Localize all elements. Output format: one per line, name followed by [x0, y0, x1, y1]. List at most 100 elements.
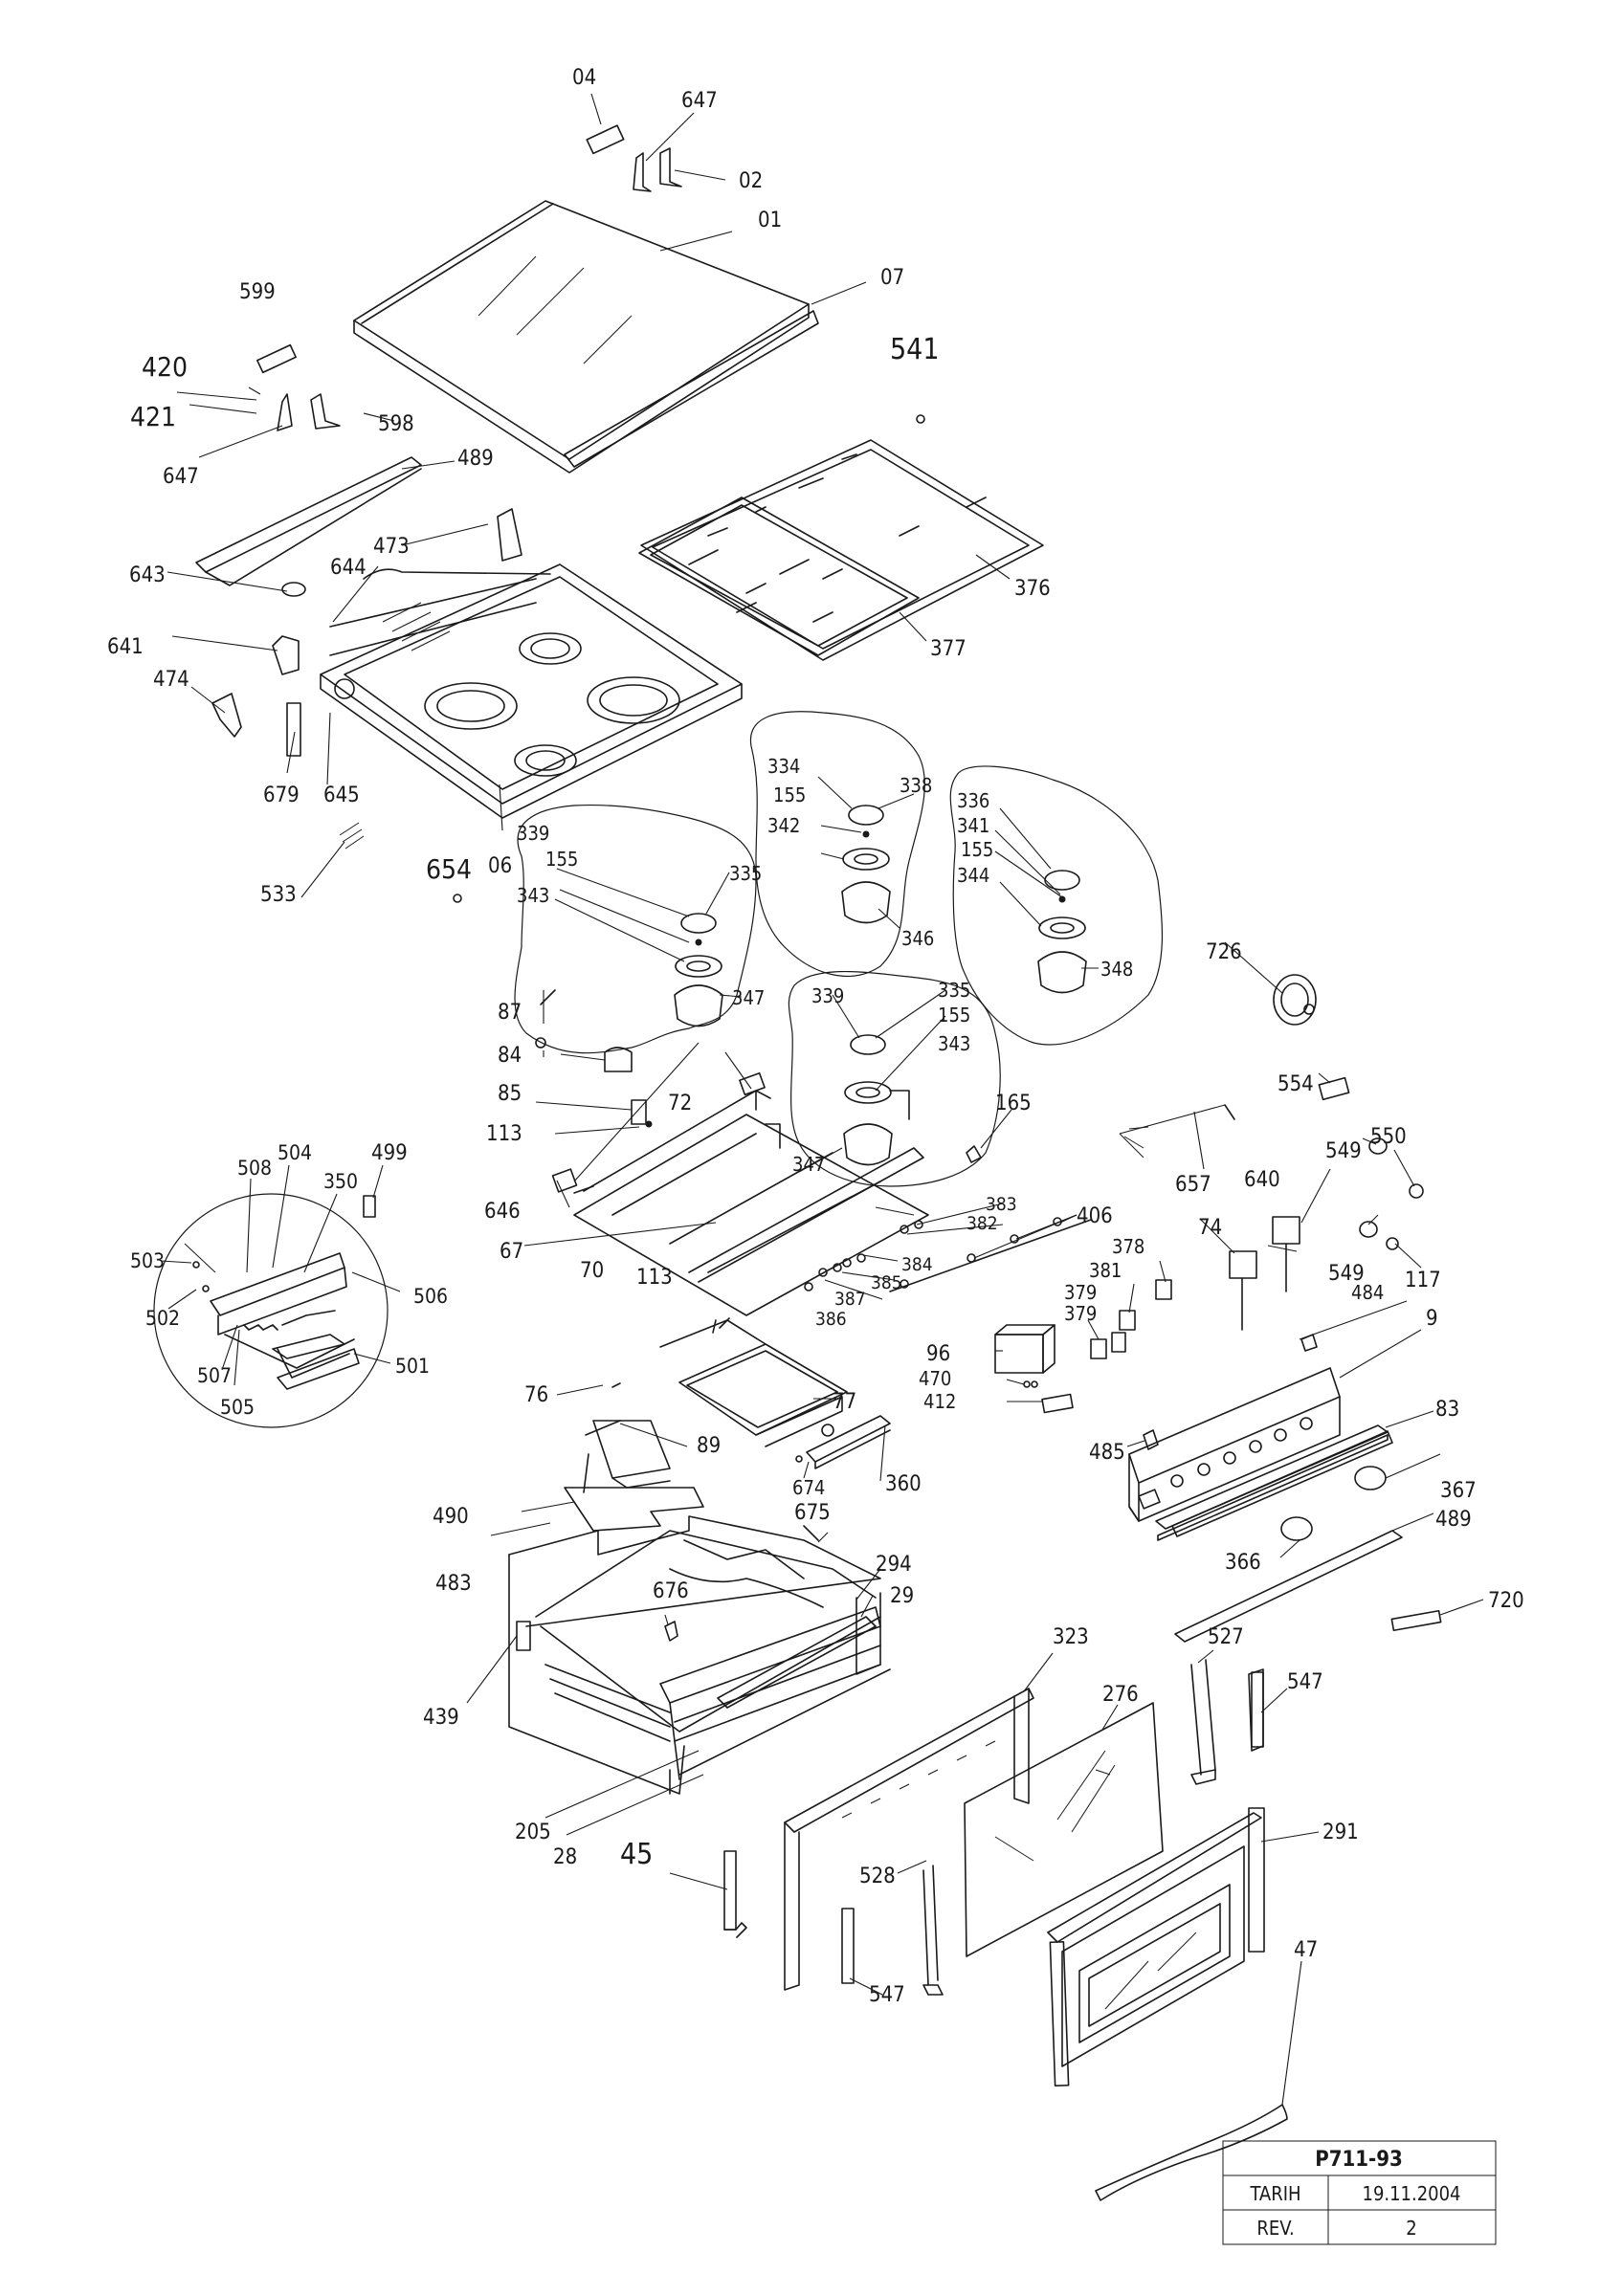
callout: 533 — [260, 883, 297, 907]
callout: 294 — [876, 1553, 912, 1577]
callout: 28 — [553, 1845, 577, 1869]
callout: 343 — [938, 1032, 970, 1055]
callout: 350 — [323, 1170, 358, 1193]
callout: 489 — [457, 447, 494, 471]
callout: 376 — [1014, 577, 1051, 601]
callout: 547 — [869, 1983, 905, 2007]
callout: 470 — [919, 1367, 951, 1390]
callout: 83 — [1435, 1398, 1459, 1422]
callout: 335 — [729, 862, 762, 885]
callout: 381 — [1089, 1259, 1122, 1282]
callout: 726 — [1206, 940, 1242, 964]
callout: 45 — [620, 1838, 653, 1871]
callout: 506 — [413, 1285, 448, 1308]
oven-door — [723, 1659, 1288, 2201]
callout: 439 — [423, 1706, 459, 1730]
callout: 347 — [792, 1153, 825, 1176]
callout: 549 — [1325, 1139, 1362, 1163]
callout: 344 — [957, 864, 989, 887]
callout: 386 — [815, 1309, 847, 1330]
burner-groups — [514, 711, 1317, 1187]
callout: 02 — [739, 169, 763, 193]
callout: 541 — [890, 333, 940, 366]
callout: 647 — [163, 465, 199, 489]
callout: 554 — [1278, 1072, 1314, 1096]
callout: 378 — [1112, 1235, 1144, 1258]
callout: 599 — [239, 280, 276, 304]
callout: 07 — [880, 266, 904, 290]
callout: 643 — [129, 563, 166, 587]
callout: 379 — [1064, 1281, 1097, 1304]
callout: 29 — [890, 1584, 914, 1608]
callout: 85 — [498, 1082, 522, 1106]
callout: 547 — [1287, 1670, 1323, 1694]
rev-value: 2 — [1406, 2217, 1416, 2240]
drawing-number: P711-93 — [1315, 2148, 1403, 2172]
callout: 502 — [145, 1307, 180, 1330]
callout: 96 — [926, 1342, 950, 1366]
callout: 598 — [378, 412, 414, 436]
callout: 70 — [580, 1259, 604, 1283]
callout: 676 — [653, 1579, 689, 1603]
callout: 117 — [1405, 1269, 1441, 1292]
callout: 276 — [1102, 1683, 1139, 1707]
callout: 412 — [923, 1390, 956, 1413]
callout: 379 — [1064, 1302, 1097, 1325]
callout: 360 — [885, 1472, 922, 1496]
date-value: 19.11.2004 — [1363, 2182, 1461, 2205]
callout: 508 — [237, 1157, 272, 1180]
callout: 334 — [767, 755, 800, 778]
callout: 342 — [767, 814, 800, 837]
igniter-detail — [153, 1193, 389, 1428]
callout: 505 — [220, 1396, 255, 1419]
callout: 06 — [488, 854, 512, 878]
lid-assembly — [256, 124, 925, 474]
callout: 420 — [142, 351, 188, 383]
callout: 720 — [1488, 1589, 1524, 1613]
callout: 341 — [957, 814, 989, 837]
callout: 343 — [517, 884, 549, 907]
callout: 47 — [1294, 1938, 1318, 1962]
callout: 503 — [130, 1249, 165, 1272]
callout: 74 — [1198, 1216, 1222, 1240]
oven-cavity — [508, 1420, 891, 1795]
callout: 72 — [668, 1092, 692, 1115]
callout: 346 — [901, 927, 934, 950]
callout: 474 — [153, 668, 189, 692]
callout: 323 — [1053, 1625, 1089, 1649]
callout: 04 — [572, 66, 596, 90]
callout: 484 — [1351, 1281, 1384, 1304]
callout: 645 — [323, 784, 360, 807]
callout: 473 — [373, 535, 410, 559]
grill-element — [585, 1317, 891, 1541]
callout: 84 — [498, 1044, 522, 1068]
callout: 644 — [330, 556, 367, 580]
callout: 89 — [697, 1434, 721, 1458]
callout: 679 — [263, 784, 300, 807]
pan-supports — [638, 439, 1044, 661]
callout: 76 — [524, 1383, 548, 1407]
callout: 205 — [515, 1821, 551, 1844]
callout: 489 — [1435, 1508, 1472, 1532]
callout: 367 — [1440, 1479, 1477, 1503]
control-panel — [1128, 1367, 1442, 1643]
callout: 366 — [1225, 1551, 1261, 1575]
callout: 421 — [130, 401, 176, 432]
callout: 382 — [967, 1213, 998, 1234]
callout: 385 — [871, 1272, 902, 1293]
callout: 641 — [107, 635, 144, 659]
callout: 87 — [498, 1001, 522, 1025]
leader-lines — [160, 93, 1484, 2106]
callout: 155 — [773, 784, 806, 806]
callout: 528 — [859, 1865, 896, 1888]
callout: 383 — [986, 1194, 1017, 1215]
callout: 339 — [811, 984, 844, 1007]
callout: 155 — [938, 1004, 970, 1027]
callout: 165 — [995, 1092, 1032, 1115]
callout: 77 — [833, 1390, 856, 1414]
rev-label: REV. — [1256, 2217, 1294, 2240]
callout: 499 — [371, 1141, 408, 1165]
callout: 113 — [636, 1266, 673, 1290]
callout: 406 — [1077, 1204, 1113, 1228]
